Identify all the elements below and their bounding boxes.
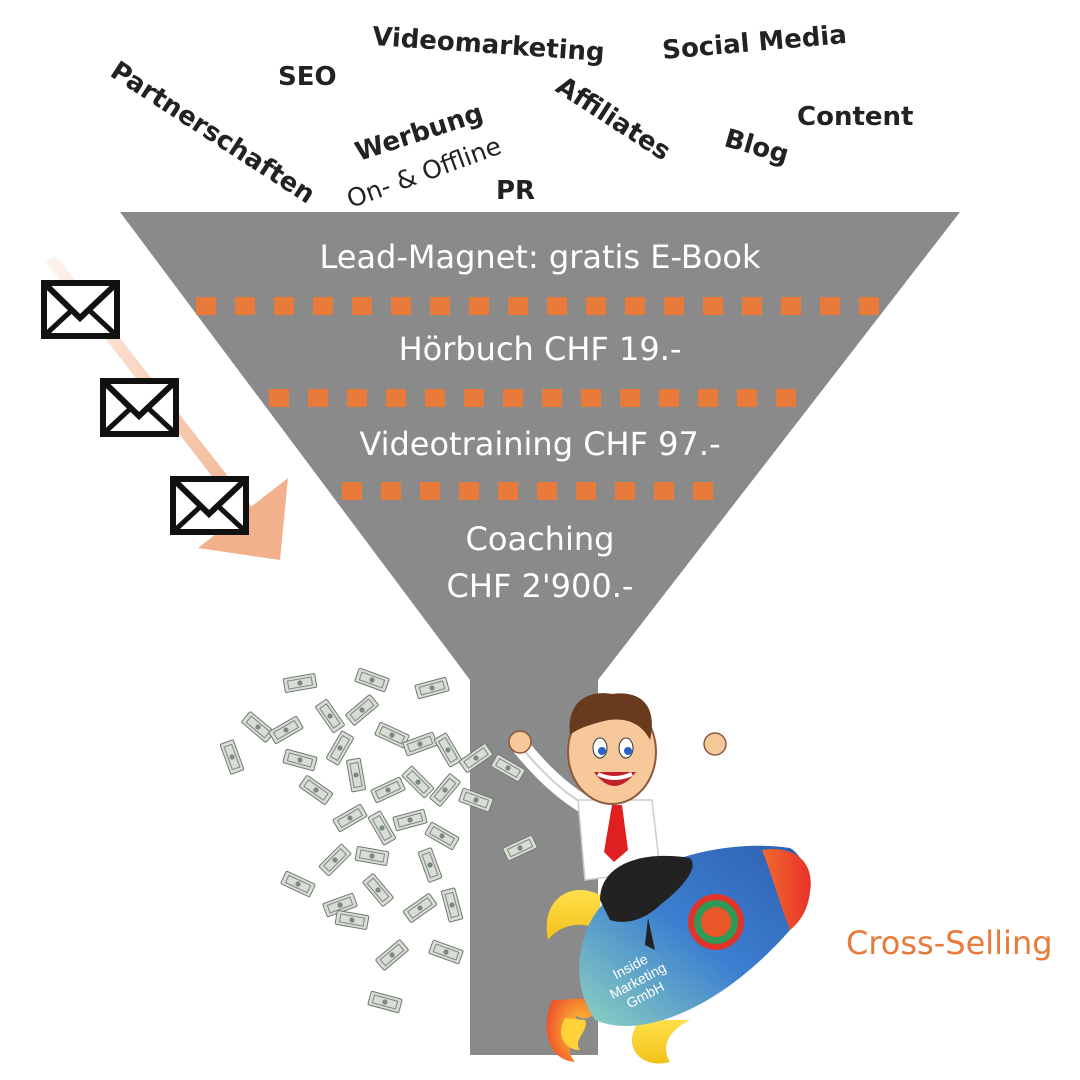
- money-bill-icon: [374, 938, 410, 972]
- money-bill-icon: [367, 990, 403, 1014]
- money-bill-icon: [367, 810, 397, 846]
- money-bill-icon: [361, 872, 395, 908]
- divider-dash: [576, 482, 596, 500]
- envelope-icon: [41, 280, 120, 339]
- divider-dash: [498, 482, 518, 500]
- money-bill-icon: [268, 715, 304, 745]
- money-bill-icon: [240, 710, 276, 744]
- divider-dash: [615, 482, 635, 500]
- funnel-stage-lead-magnet: Lead-Magnet: gratis E-Book: [319, 238, 761, 276]
- money-bill-icon: [401, 765, 435, 799]
- funnel-divider-2: [269, 389, 796, 407]
- divider-dash: [508, 297, 528, 315]
- source-content: Content: [797, 102, 914, 132]
- money-bill-icon: [417, 847, 443, 883]
- divider-dash: [547, 297, 567, 315]
- divider-dash: [503, 389, 523, 407]
- rocket-icon: Inside Marketing GmbH: [546, 845, 811, 1064]
- cross-selling-label: Cross-Selling: [846, 924, 1053, 962]
- money-bill-icon: [354, 845, 390, 867]
- money-bill-icon: [314, 698, 346, 734]
- divider-dash: [469, 297, 489, 315]
- money-bill-icon: [282, 748, 318, 772]
- divider-dash: [693, 482, 713, 500]
- money-bill-icon: [392, 808, 428, 832]
- divider-dash: [654, 482, 674, 500]
- divider-dash: [313, 297, 333, 315]
- money-bill-icon: [354, 667, 390, 693]
- funnel-stage-hoerbuch: Hörbuch CHF 19.-: [398, 330, 682, 368]
- divider-dash: [391, 297, 411, 315]
- divider-dash: [703, 297, 723, 315]
- businessman-mascot: [508, 693, 727, 881]
- divider-dash: [196, 297, 216, 315]
- divider-dash: [269, 389, 289, 407]
- funnel-body: [120, 212, 960, 1055]
- divider-dash: [820, 297, 840, 315]
- divider-dash: [742, 297, 762, 315]
- divider-dash: [542, 389, 562, 407]
- divider-dash: [308, 389, 328, 407]
- funnel-stage-coaching-price: CHF 2'900.-: [446, 567, 634, 605]
- divider-dash: [342, 482, 362, 500]
- divider-dash: [625, 297, 645, 315]
- money-bill-icon: [370, 776, 406, 804]
- funnel-stage-videotraining: Videotraining CHF 97.-: [359, 425, 721, 463]
- money-bill-icon: [219, 739, 245, 775]
- divider-dash: [664, 297, 684, 315]
- money-bill-icon: [280, 870, 316, 898]
- divider-dash: [859, 297, 879, 315]
- money-bill-icon: [414, 676, 450, 700]
- divider-dash: [776, 389, 796, 407]
- divider-dash: [347, 389, 367, 407]
- money-bill-icon: [298, 774, 334, 806]
- divider-dash: [659, 389, 679, 407]
- money-bill-icon: [433, 732, 463, 768]
- divider-dash: [586, 297, 606, 315]
- source-seo: SEO: [278, 62, 337, 92]
- divider-dash: [352, 297, 372, 315]
- money-bill-icon: [345, 757, 367, 793]
- funnel-divider-1: [196, 297, 879, 315]
- money-bill-icon: [402, 892, 438, 924]
- money-bill-icon: [334, 909, 370, 931]
- funnel-stage-coaching: Coaching: [465, 520, 615, 558]
- divider-dash: [459, 482, 479, 500]
- money-bill-icon: [344, 693, 380, 727]
- funnel-divider-3: [342, 482, 713, 500]
- envelope-icon: [170, 476, 249, 535]
- divider-dash: [464, 389, 484, 407]
- money-bill-icon: [332, 803, 368, 833]
- divider-dash: [581, 389, 601, 407]
- divider-dash: [698, 389, 718, 407]
- money-bill-icon: [282, 672, 318, 694]
- divider-dash: [430, 297, 450, 315]
- envelope-icon: [100, 378, 179, 437]
- divider-dash: [620, 389, 640, 407]
- divider-dash: [425, 389, 445, 407]
- divider-dash: [781, 297, 801, 315]
- divider-dash: [235, 297, 255, 315]
- money-bill-icon: [428, 772, 462, 808]
- divider-dash: [420, 482, 440, 500]
- divider-dash: [381, 482, 401, 500]
- money-bill-icon: [428, 939, 464, 965]
- source-pr: PR: [496, 176, 536, 206]
- divider-dash: [737, 389, 757, 407]
- divider-dash: [274, 297, 294, 315]
- divider-dash: [537, 482, 557, 500]
- money-bill-icon: [424, 821, 460, 851]
- money-bill-icon: [440, 887, 464, 923]
- divider-dash: [386, 389, 406, 407]
- money-bill-icon: [318, 843, 352, 877]
